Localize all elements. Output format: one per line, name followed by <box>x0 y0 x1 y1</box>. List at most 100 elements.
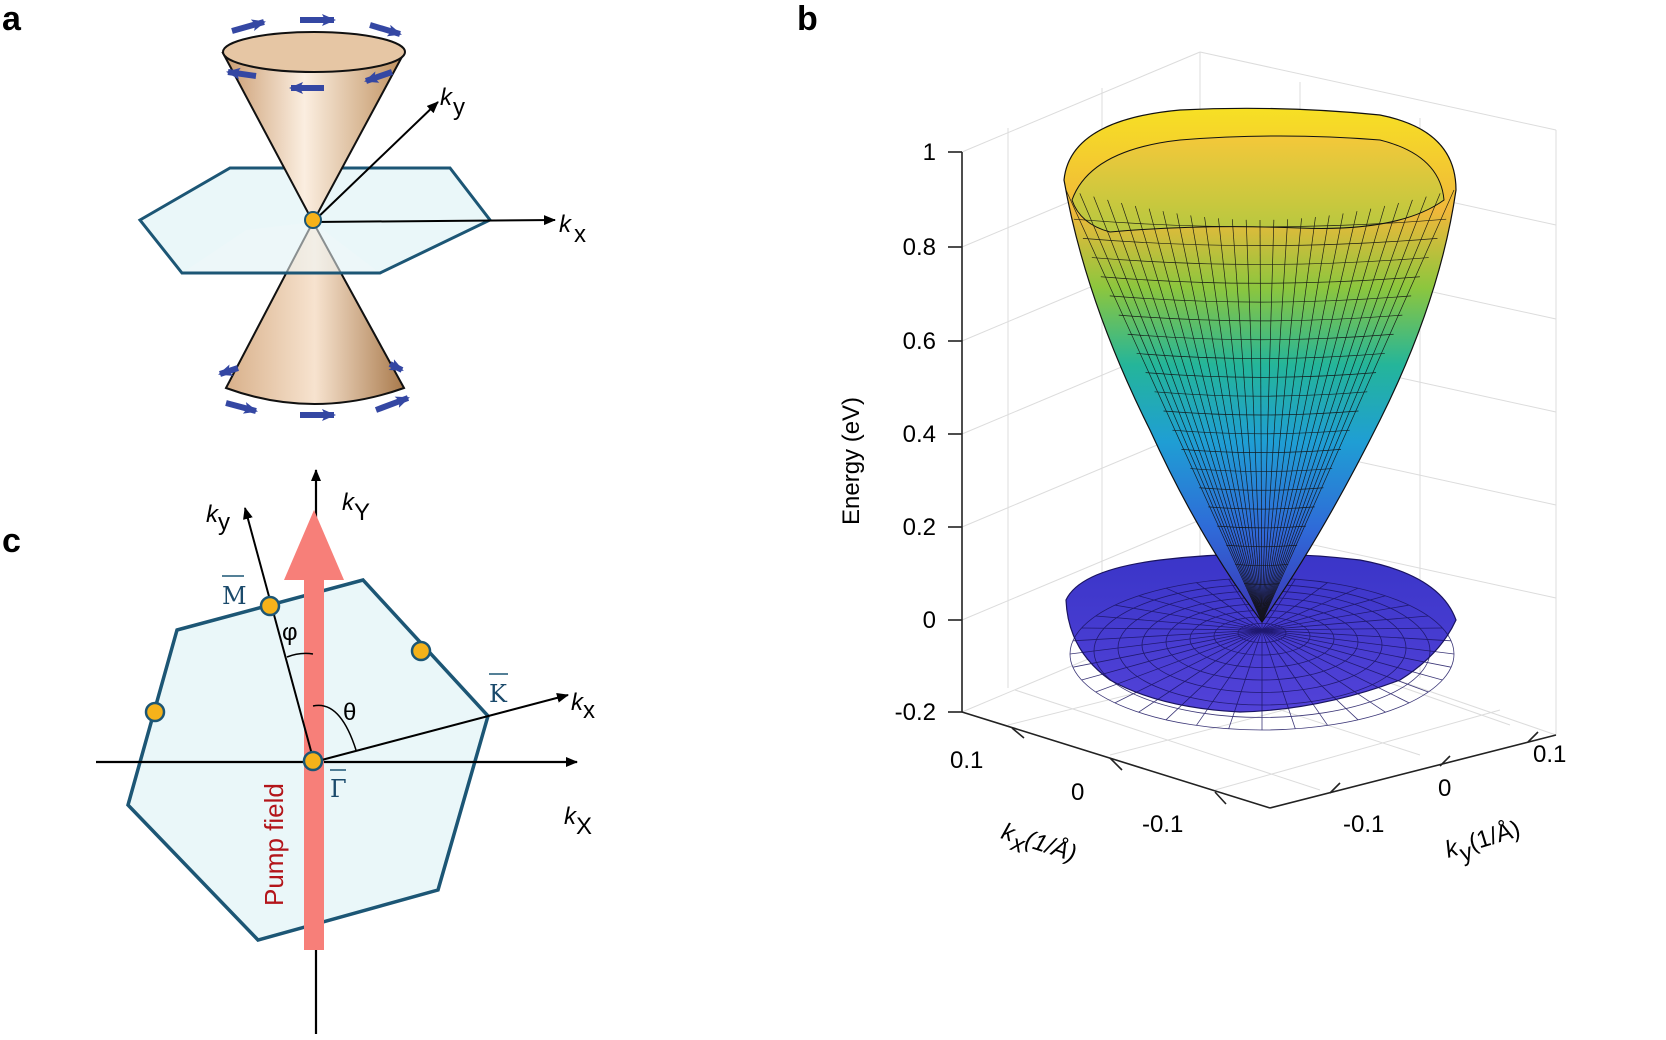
label-ky-sub-c: y <box>218 509 230 536</box>
angle-phi-arc <box>286 652 314 658</box>
disk-radial <box>1261 587 1359 631</box>
panel-label-b: b <box>797 0 818 38</box>
disk-radial <box>1261 629 1443 681</box>
point-Gamma <box>302 750 324 772</box>
panel-a: a k x k y <box>2 0 586 421</box>
disk-radial <box>1114 604 1263 631</box>
disk-radial <box>1114 629 1263 704</box>
disk-radial <box>1165 587 1263 631</box>
disk-radial <box>1072 629 1263 668</box>
mesh-radial <box>1261 208 1372 623</box>
disk-radial <box>1261 629 1410 704</box>
angle-theta-label: θ <box>343 699 356 726</box>
z-tick: 0 <box>923 607 936 634</box>
disk-radial <box>1261 629 1386 713</box>
disk-radial <box>1095 629 1263 693</box>
disk-radial <box>1261 595 1386 631</box>
label-kx-sub-a: x <box>574 221 586 248</box>
disk-radial <box>1261 629 1452 668</box>
point-M <box>259 595 281 617</box>
mesh-radial <box>1218 218 1263 623</box>
label-kY-sub: Y <box>354 499 370 526</box>
disk-radial <box>1261 627 1443 631</box>
mesh-radial <box>1107 199 1263 623</box>
z-tick: 0.4 <box>903 421 936 448</box>
pump-field-label: Pump field <box>259 783 289 906</box>
disk-radial <box>1261 582 1328 631</box>
ky-tick: 0 <box>1438 775 1451 802</box>
label-Gamma: Γ <box>330 775 347 803</box>
disk-radial <box>1095 615 1263 631</box>
label-kx-a: k <box>559 211 573 238</box>
disk-radial <box>1081 627 1263 631</box>
disk-radial <box>1165 629 1263 721</box>
panel-b: b <box>797 0 1566 868</box>
lower-dirac-cone <box>224 219 406 405</box>
z-tick: 1 <box>923 139 936 166</box>
mesh-radial <box>1121 202 1263 623</box>
box-axes <box>948 151 1557 809</box>
dirac-point-a <box>304 211 322 229</box>
panel-label-a: a <box>2 0 22 38</box>
kx-tick: -0.1 <box>1142 811 1183 838</box>
z-tick: 0.8 <box>903 234 936 261</box>
mesh-radial <box>1148 208 1263 623</box>
kx-axis-unit: (1/Å) <box>1022 825 1080 868</box>
upper-cone-rim <box>222 31 406 73</box>
lower-band-surface <box>1065 553 1457 731</box>
mesh-radial <box>1261 213 1344 623</box>
disk-radial <box>1261 629 1429 693</box>
mesh-radial <box>1079 193 1263 623</box>
axis-kx-c <box>313 692 569 763</box>
disk-radial <box>1228 629 1263 729</box>
disk-radial <box>1196 629 1263 726</box>
spin-arrows-top <box>226 14 402 94</box>
disk-radial <box>1261 604 1410 631</box>
disk-radial <box>1228 578 1263 631</box>
axis-kx-a <box>312 215 556 226</box>
point-side-right <box>410 640 432 662</box>
disk-radial <box>1261 629 1328 726</box>
angle-theta-arc <box>312 704 357 751</box>
energy-axis-label: Energy (eV) <box>838 397 865 525</box>
label-ky-c: k <box>206 501 220 528</box>
mesh-radial <box>1245 219 1263 623</box>
disk-radial <box>1072 629 1263 642</box>
mesh-radial <box>1261 193 1441 623</box>
disk-radial <box>1261 629 1452 642</box>
spin-arrows-bottom <box>218 359 410 421</box>
z-tick: 0.2 <box>903 514 936 541</box>
mesh-radial <box>1204 216 1263 623</box>
mesh-radial <box>1261 199 1413 623</box>
mesh-radial <box>1261 219 1275 623</box>
disk-radial <box>1069 629 1263 655</box>
ky-tick: -0.1 <box>1343 811 1384 838</box>
disk-radial <box>1261 629 1296 729</box>
panel-label-c: c <box>2 522 21 560</box>
disk-radial <box>1261 615 1429 631</box>
mesh-radial <box>1261 189 1455 623</box>
mesh-radial <box>1093 196 1263 623</box>
label-kX-sub: X <box>576 813 592 840</box>
mesh-radial <box>1261 205 1386 623</box>
mesh-radial <box>1261 215 1330 623</box>
mesh-radial <box>1261 196 1427 623</box>
label-kx-c: k <box>571 689 585 716</box>
disk-radial <box>1196 582 1263 631</box>
kx-tick: 0.1 <box>950 747 983 774</box>
disk-radial <box>1138 629 1263 713</box>
mesh-radial <box>1261 219 1289 623</box>
label-M: M <box>222 582 247 610</box>
label-kX: k <box>564 803 578 830</box>
label-kY: k <box>342 489 356 516</box>
disk-radial <box>1261 578 1296 631</box>
axis-ky-c <box>243 507 315 763</box>
ky-axis-unit: (1/Å) <box>1465 814 1523 856</box>
label-ky-a: k <box>440 84 454 111</box>
kx-tick: 0 <box>1071 779 1084 806</box>
z-tick: 0.6 <box>903 328 936 355</box>
disk-radial <box>1138 595 1263 631</box>
mesh-radial <box>1065 189 1263 623</box>
mesh-radial <box>1261 211 1358 623</box>
